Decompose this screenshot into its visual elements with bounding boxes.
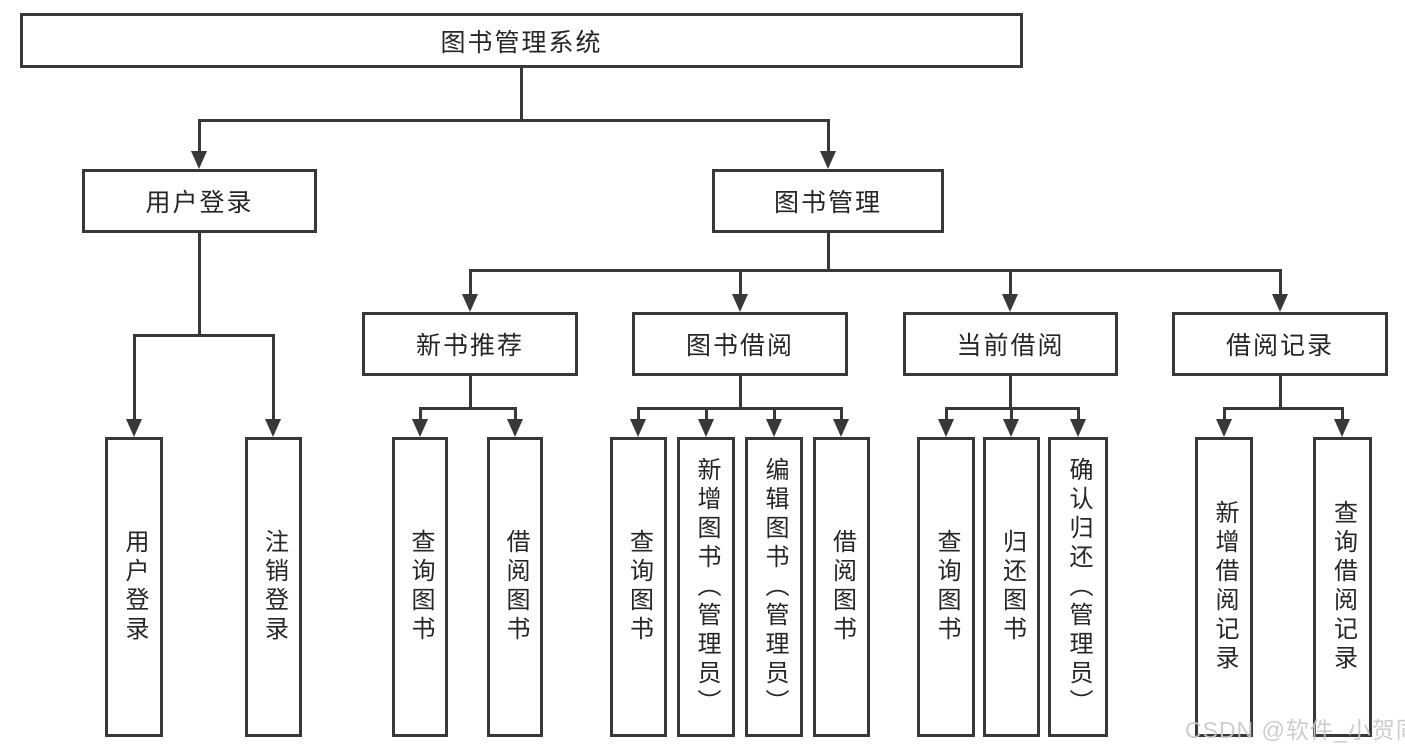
arrow-down-icon [265, 419, 281, 437]
arrow-down-icon [833, 419, 849, 437]
arrow-down-icon [698, 419, 714, 437]
connector-line [520, 68, 523, 119]
connector-line [133, 334, 136, 420]
arrow-down-icon [1070, 419, 1086, 437]
leaf-nbr-borrow-books: 借阅图书 [487, 437, 543, 737]
connector-line [469, 269, 1281, 272]
node-current-borrowing-label: 当前借阅 [956, 332, 1065, 360]
arrow-down-icon [1216, 419, 1232, 437]
connector-line [840, 407, 843, 419]
node-book-management: 图书管理 [712, 169, 944, 233]
arrow-down-icon [126, 419, 142, 437]
connector-line [419, 407, 517, 410]
node-borrowing-records-label: 借阅记录 [1225, 332, 1334, 360]
leaf-bb-query-books: 查询图书 [610, 437, 667, 737]
arrow-down-icon [462, 294, 478, 312]
leaf-bb-edit-book-admin-label: 编辑图书（管理员） [761, 456, 788, 718]
connector-line [739, 269, 742, 294]
arrow-down-icon [938, 419, 954, 437]
arrow-down-icon [1002, 294, 1018, 312]
leaf-br-query-record-label: 查询借阅记录 [1329, 500, 1357, 674]
connector-line [1279, 269, 1282, 294]
csdn-watermark: CSDN @软件_小贺同学 [1185, 717, 1405, 743]
leaf-user-login-label: 用户登录 [121, 529, 148, 645]
arrow-down-icon [1003, 419, 1019, 437]
node-borrowing-records: 借阅记录 [1172, 312, 1388, 376]
connector-line [198, 119, 830, 122]
leaf-bb-edit-book-admin: 编辑图书（管理员） [745, 437, 803, 737]
connector-line [1223, 407, 1226, 419]
connector-line [1077, 407, 1080, 419]
arrow-down-icon [820, 151, 836, 169]
leaf-logout: 注销登录 [245, 437, 302, 737]
connector-line [1279, 376, 1282, 407]
node-root-label: 图书管理系统 [440, 28, 603, 57]
leaf-logout-label: 注销登录 [260, 529, 288, 645]
leaf-cb-query-books-label: 查询图书 [933, 529, 960, 645]
leaf-br-query-record: 查询借阅记录 [1313, 437, 1372, 737]
leaf-nbr-query-books: 查询图书 [392, 437, 448, 737]
connector-line [133, 334, 275, 337]
arrow-down-icon [1272, 294, 1288, 312]
arrow-down-icon [412, 419, 428, 437]
connector-line [514, 407, 517, 419]
connector-line [637, 407, 843, 410]
connector-line [945, 407, 948, 419]
leaf-bb-add-book-admin: 新增图书（管理员） [677, 437, 735, 737]
leaf-cb-query-books: 查询图书 [917, 437, 975, 737]
leaf-cb-return-books-label: 归还图书 [998, 529, 1026, 645]
connector-line [773, 407, 776, 419]
leaf-bb-add-book-admin-label: 新增图书（管理员） [693, 456, 720, 718]
leaf-nbr-borrow-books-label: 借阅图书 [502, 529, 529, 645]
connector-line [827, 233, 830, 269]
connector-line [705, 407, 708, 419]
connector-line [1009, 376, 1012, 407]
node-current-borrowing: 当前借阅 [903, 312, 1118, 376]
connector-line [272, 334, 275, 420]
arrow-down-icon [732, 294, 748, 312]
connector-line [469, 376, 472, 407]
connector-line [1009, 269, 1012, 294]
node-book-borrowing-label: 图书借阅 [685, 332, 794, 360]
connector-line [419, 407, 422, 419]
leaf-user-login: 用户登录 [105, 437, 163, 737]
leaf-bb-borrow-books: 借阅图书 [813, 437, 870, 737]
arrow-down-icon [766, 419, 782, 437]
arrow-down-icon [507, 419, 523, 437]
leaf-bb-borrow-books-label: 借阅图书 [828, 529, 856, 645]
connector-line [827, 119, 830, 152]
node-root: 图书管理系统 [20, 13, 1023, 68]
leaf-bb-query-books-label: 查询图书 [625, 529, 653, 645]
leaf-br-add-record: 新增借阅记录 [1195, 437, 1253, 737]
node-user-login: 用户登录 [82, 169, 317, 233]
connector-line [198, 233, 201, 334]
connector-line [469, 269, 472, 294]
connector-line [637, 407, 640, 419]
leaf-cb-confirm-return-admin: 确认归还（管理员） [1048, 437, 1108, 737]
connector-line [1010, 407, 1013, 419]
leaf-cb-confirm-return-admin-label: 确认归还（管理员） [1065, 456, 1092, 718]
node-user-login-label: 用户登录 [145, 189, 254, 217]
leaf-cb-return-books: 归还图书 [983, 437, 1040, 737]
node-book-borrowing: 图书借阅 [632, 312, 848, 376]
arrow-down-icon [191, 151, 207, 169]
arrow-down-icon [1334, 419, 1350, 437]
leaf-br-add-record-label: 新增借阅记录 [1211, 500, 1238, 674]
arrow-down-icon [630, 419, 646, 437]
leaf-nbr-query-books-label: 查询图书 [407, 529, 434, 645]
node-book-management-label: 图书管理 [773, 189, 882, 217]
connector-line [198, 119, 201, 152]
node-new-book-recommend: 新书推荐 [362, 312, 578, 376]
connector-line [1223, 407, 1343, 410]
node-new-book-recommend-label: 新书推荐 [415, 332, 524, 360]
connector-line [739, 376, 742, 407]
connector-line [1341, 407, 1344, 419]
